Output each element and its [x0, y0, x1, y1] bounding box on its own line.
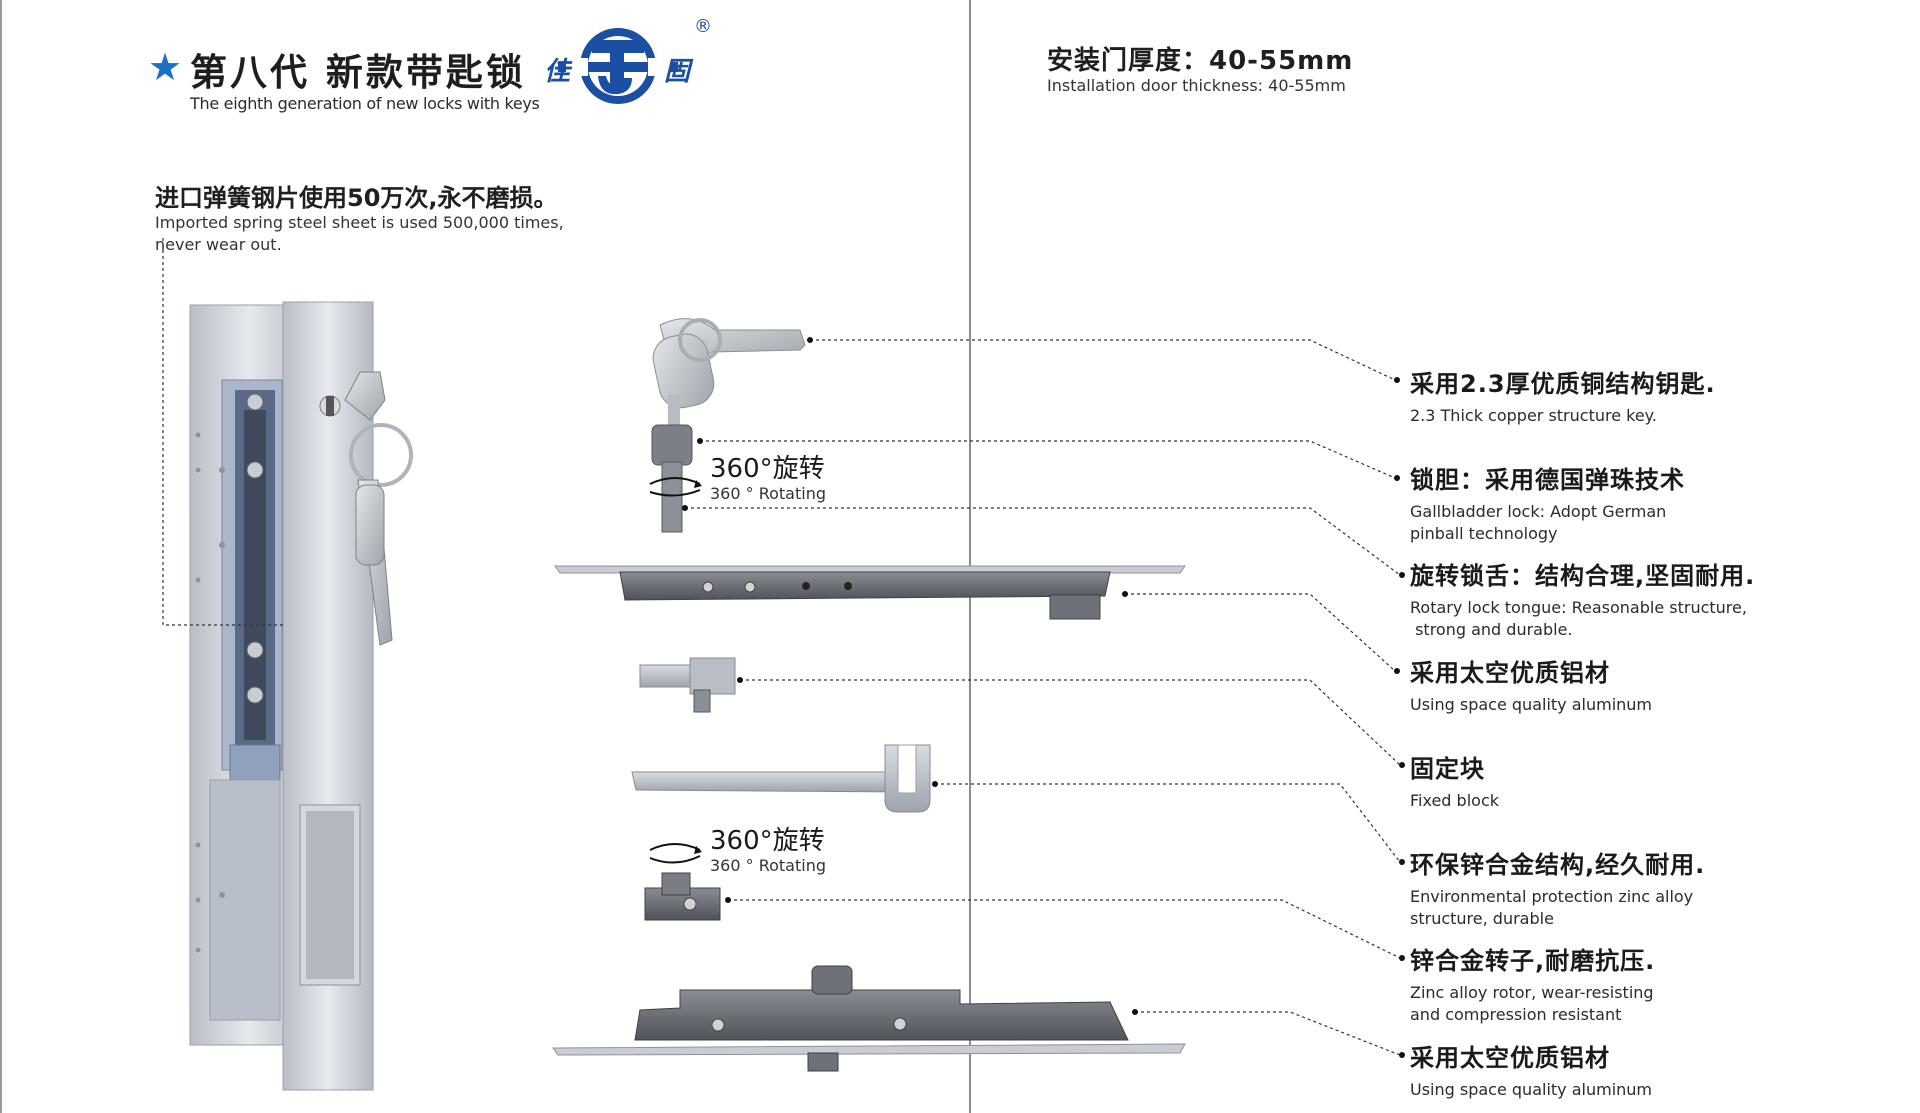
- callout-key-en: 2.3 Thick copper structure key.: [1410, 406, 1657, 425]
- product-subtitle: The eighth generation of new locks with …: [190, 94, 540, 113]
- callout-zinc-rotor-en-1: Zinc alloy rotor, wear-resisting: [1410, 983, 1654, 1002]
- leader-lines: [162, 238, 1401, 1056]
- callout-key-cn: 采用2.3厚优质铜结构钥匙.: [1410, 370, 1716, 398]
- callout-rotary-tongue-en-1: Rotary lock tongue: Reasonable structure…: [1410, 598, 1747, 617]
- fixed-block-image: [631, 744, 931, 813]
- star-icon: ★: [148, 45, 183, 89]
- brand-logo: 佳 固 ®: [540, 16, 712, 108]
- rotating-top-en: 360 ° Rotating: [710, 484, 826, 503]
- callout-zinc-rotor-cn: 锌合金转子,耐磨抗压.: [1410, 947, 1656, 975]
- spring-note-en-1: Imported spring steel sheet is used 500,…: [155, 213, 564, 232]
- callout-cylinder-en-2: pinball technology: [1410, 524, 1558, 543]
- callout-aluminum-1-en: Using space quality aluminum: [1410, 695, 1653, 714]
- door-thickness-en: Installation door thickness: 40-55mm: [1047, 76, 1346, 95]
- callout-key: 采用2.3厚优质铜结构钥匙. 2.3 Thick copper structur…: [1410, 364, 1716, 427]
- center-divider: [969, 0, 971, 1113]
- aluminum-block-image: [639, 657, 736, 713]
- callout-zinc-structure-en-1: Environmental protection zinc alloy: [1410, 887, 1694, 906]
- callout-zinc-structure: 环保锌合金结构,经久耐用. Environmental protection z…: [1410, 845, 1705, 930]
- callout-aluminum-1: 采用太空优质铝材 Using space quality aluminum: [1410, 653, 1652, 716]
- callout-aluminum-1-cn: 采用太空优质铝材: [1410, 659, 1610, 687]
- callout-aluminum-2-cn: 采用太空优质铝材: [1410, 1044, 1610, 1072]
- product-title: 第八代 新款带匙锁: [190, 51, 526, 94]
- rotating-bottom-en: 360 ° Rotating: [710, 856, 826, 875]
- assembled-lock-image: [189, 301, 413, 1091]
- callout-aluminum-2-en: Using space quality aluminum: [1410, 1080, 1653, 1099]
- registered-mark: ®: [694, 16, 712, 37]
- callout-zinc-rotor-en-2: and compression resistant: [1410, 1005, 1622, 1024]
- callout-zinc-structure-en-2: structure, durable: [1410, 909, 1554, 928]
- spring-note-cn: 进口弹簧钢片使用50万次,永不磨损。: [155, 184, 558, 212]
- spring-note-en-2: never wear out.: [155, 235, 282, 254]
- leader-dots: [682, 337, 1405, 1058]
- bottom-rail-image: [552, 965, 1186, 1072]
- rotating-bottom-cn: 360°旋转: [710, 826, 825, 856]
- callout-rotary-tongue: 旋转锁舌：结构合理,坚固耐用. Rotary lock tongue: Reas…: [1410, 556, 1755, 641]
- callout-fixed-block-en: Fixed block: [1410, 791, 1499, 810]
- callout-cylinder-cn: 锁胆：采用德国弹珠技术: [1410, 466, 1685, 494]
- callout-cylinder: 锁胆：采用德国弹珠技术 Gallbladder lock: Adopt Germ…: [1410, 460, 1685, 545]
- zinc-rotor-image: [644, 843, 721, 921]
- callout-rotary-tongue-cn: 旋转锁舌：结构合理,坚固耐用.: [1410, 562, 1756, 590]
- callout-fixed-block: 固定块 Fixed block: [1410, 749, 1499, 812]
- brand-logo-mark: [558, 28, 678, 104]
- callout-cylinder-en-1: Gallbladder lock: Adopt German: [1410, 502, 1667, 521]
- left-border: [0, 0, 2, 1113]
- callout-zinc-rotor: 锌合金转子,耐磨抗压. Zinc alloy rotor, wear-resis…: [1410, 941, 1655, 1026]
- callout-zinc-structure-cn: 环保锌合金结构,经久耐用.: [1410, 851, 1706, 879]
- rotating-top-cn: 360°旋转: [710, 454, 825, 484]
- callout-aluminum-2: 采用太空优质铝材 Using space quality aluminum: [1410, 1038, 1652, 1101]
- logo-char-right: 固: [664, 57, 691, 87]
- logo-char-left: 佳: [544, 57, 571, 87]
- door-thickness-cn: 安装门厚度：40-55mm: [1047, 46, 1354, 76]
- key-part-image: [649, 318, 806, 533]
- callout-fixed-block-cn: 固定块: [1410, 755, 1485, 783]
- callout-rotary-tongue-en-2: strong and durable.: [1410, 620, 1573, 639]
- rotary-tongue-rail-image: [554, 565, 1186, 620]
